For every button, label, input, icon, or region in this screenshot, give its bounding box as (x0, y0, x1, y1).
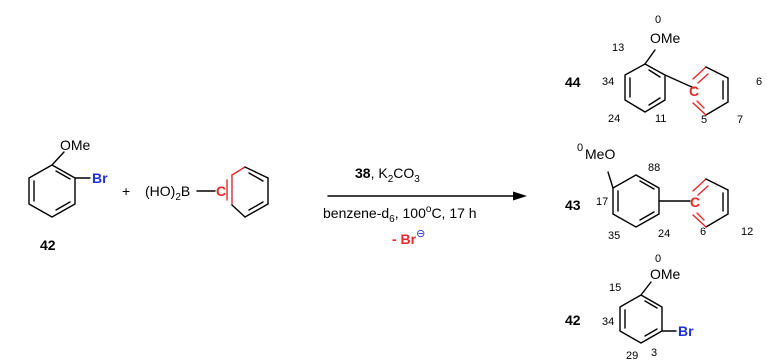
product-44-number-0: 0 (655, 14, 661, 26)
recovered-42-number-3: 3 (651, 347, 657, 359)
product-43-meo-label: MeO (585, 146, 615, 162)
product-44-number-34: 34 (602, 76, 614, 88)
boronic-acid-label: (HO)2B (145, 183, 190, 203)
recovered-42-br-label: Br (678, 323, 694, 339)
product-43-number-35: 35 (608, 230, 620, 242)
reaction-arrow-head (513, 191, 527, 201)
recovered-42-ome-label: OMe (650, 266, 681, 282)
reactant-42-compound-number: 42 (40, 237, 56, 253)
reaction-reagents: 38, K2CO3 (355, 165, 420, 185)
product-43-carbene-carbon: C (690, 194, 700, 210)
product-44-number-6: 6 (756, 76, 762, 88)
boronic-carbene-carbon: C (216, 183, 226, 199)
product-44-number-5: 5 (701, 114, 707, 126)
product-43-number-0: 0 (577, 142, 583, 154)
product-44-structure (624, 49, 729, 116)
recovered-42-number-0: 0 (655, 253, 661, 265)
recovered-42-number-29: 29 (626, 350, 638, 360)
reactant-42-structure (28, 151, 91, 218)
product-43-number-88: 88 (648, 162, 660, 174)
reactant-42-ome-label: OMe (60, 137, 91, 153)
product-44-number-24: 24 (608, 113, 620, 125)
recovered-42-number-34: 34 (602, 316, 614, 328)
plus-sign: + (122, 183, 130, 199)
product-44-carbene-carbon: C (689, 83, 699, 99)
product-44-number-7: 7 (737, 114, 743, 126)
reaction-solvent-temperature: benzene-d6, 100oC, 17 h (323, 204, 477, 225)
recovered-42-number-15: 15 (609, 282, 621, 294)
recovered-42-compound-number: 42 (565, 312, 581, 328)
product-43-number-12: 12 (741, 226, 753, 238)
reactant-42-br-label: Br (92, 170, 108, 186)
product-44-number-11: 11 (655, 113, 666, 125)
product-44-ome-label: OMe (650, 30, 681, 46)
recovered-42-structure (619, 281, 677, 344)
product-43-structure (607, 171, 729, 228)
product-43-number-17: 17 (596, 196, 608, 208)
product-43-compound-number: 43 (565, 197, 581, 213)
product-44-compound-number: 44 (565, 74, 581, 90)
product-43-number-6: 6 (700, 226, 706, 238)
product-44-number-13: 13 (612, 42, 624, 54)
product-43-number-24: 24 (658, 228, 670, 240)
boronic-acid-ring (226, 166, 269, 218)
bromide-loss: - Br⊖ (392, 228, 425, 247)
